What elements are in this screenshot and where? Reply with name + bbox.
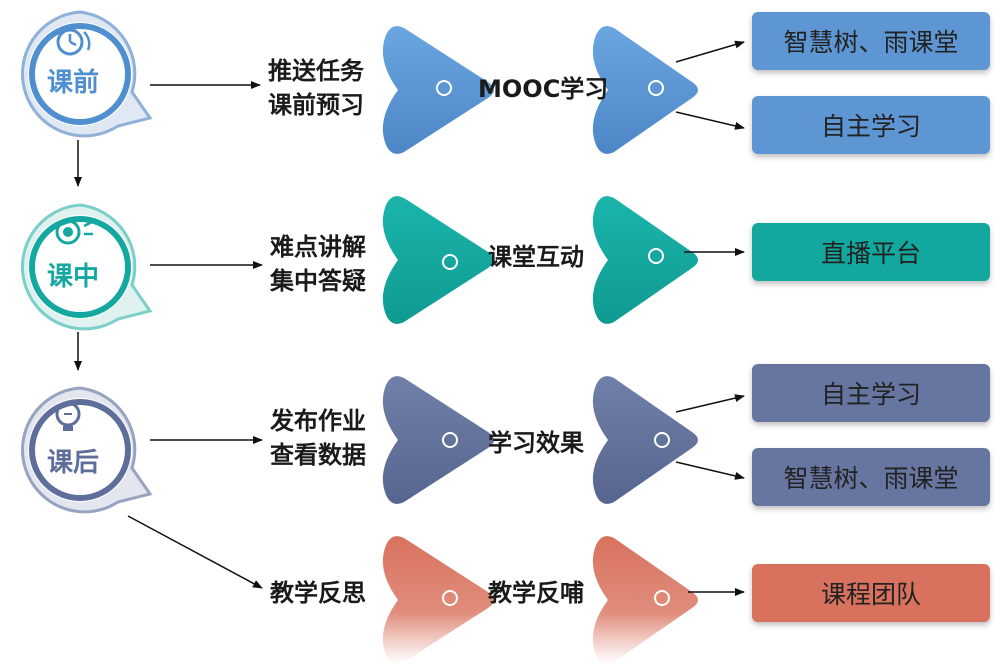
row4-step1-line1: 教学反思	[270, 579, 366, 607]
output-box-row4-1: 课程团队	[752, 564, 990, 622]
chevron-row4-a	[382, 536, 494, 664]
arrow-row4-step1	[127, 515, 263, 589]
row3-step1-line2: 查看数据	[270, 441, 366, 469]
row1-step1-line2: 课前预习	[268, 91, 364, 119]
row2-step1-line2: 集中答疑	[270, 267, 366, 295]
clock-icon	[56, 28, 91, 56]
chevron-row1-b	[592, 26, 698, 154]
arrow-row1-out2	[675, 111, 745, 130]
row2-step2: 课堂互动	[488, 243, 584, 271]
row3-step1-line1: 发布作业	[270, 407, 366, 435]
output-box-row1-2: 自主学习	[752, 96, 990, 154]
row3-step1: 发布作业 查看数据	[270, 404, 366, 472]
output-box-row3-2: 智慧树、雨课堂	[752, 448, 990, 506]
stage-badge-in-class	[21, 203, 153, 331]
stage-label-before-class: 课前	[46, 68, 99, 98]
output-box-row1-1: 智慧树、雨课堂	[752, 12, 990, 70]
arrow-row3-out1	[675, 394, 745, 413]
chevron-row4-b	[592, 536, 698, 664]
output-box-row2-1: 直播平台	[752, 223, 990, 281]
row4-step2: 教学反哺	[488, 579, 584, 607]
arrow-row1-out1	[675, 40, 745, 63]
stage-label-in-class: 课中	[46, 262, 99, 292]
row2-step1: 难点讲解 集中答疑	[270, 230, 366, 298]
stage-badge-before-class	[21, 10, 153, 138]
chevron-row2-b	[592, 196, 698, 324]
chevron-row3-b	[592, 376, 698, 504]
lightbulb-icon	[55, 401, 81, 431]
row3-step2: 学习效果	[488, 429, 584, 457]
chevron-row1-a	[382, 26, 494, 154]
arrow-row3-out2	[675, 461, 745, 480]
row1-step1-line1: 推送任务	[268, 57, 364, 85]
row1-step2: MOOC学习	[478, 75, 609, 103]
row4-step1: 教学反思	[270, 576, 366, 610]
stage-label-after-class: 课后	[46, 448, 99, 478]
output-box-row3-1: 自主学习	[752, 364, 990, 422]
stage-badge-after-class	[21, 386, 153, 514]
award-badge-icon	[55, 219, 93, 245]
chevron-row2-a	[382, 196, 494, 324]
row2-step1-line1: 难点讲解	[270, 233, 366, 261]
chevron-row3-a	[382, 376, 494, 504]
row1-step1: 推送任务 课前预习	[268, 54, 364, 122]
